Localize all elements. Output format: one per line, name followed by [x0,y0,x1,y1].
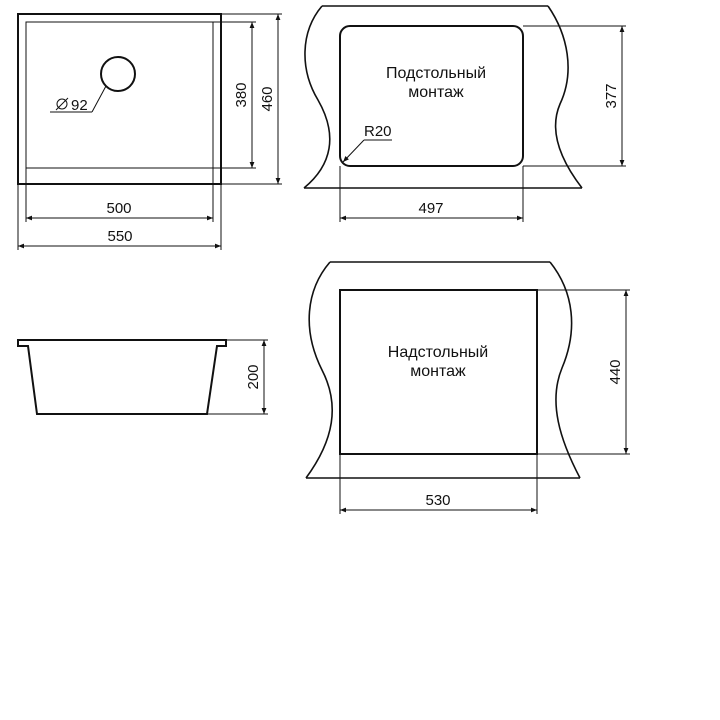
undermount-radius-label: R20 [364,123,392,140]
overmount-cutout [339,289,538,455]
outer-depth-label: 460 [259,86,276,111]
sink-outer-rim [17,13,222,185]
diameter-icon [55,97,69,111]
overmount-width-label: 530 [425,492,450,509]
sink-bowl [25,21,214,169]
overmount-title-line1: Надстольный [388,344,488,361]
undermount-width-label: 497 [418,200,443,217]
undermount-title-line1: Подстольный [386,65,486,82]
countertop-break-left [303,5,331,189]
undermount-cutout [339,25,524,167]
undermount-view: Подстольный монтаж R20 377 497 [303,5,626,222]
inner-depth-label: 380 [233,82,250,107]
drain-leader [91,85,107,113]
top-view: 92 500 550 380 460 [17,13,282,250]
outer-width-label: 550 [107,228,132,245]
undermount-title-line2: монтаж [408,84,464,101]
undermount-depth-label: 377 [603,83,620,108]
side-view: 200 [17,339,268,415]
height-label: 200 [245,364,262,389]
radius-leader [342,139,365,163]
overmount-view: Надстольный монтаж 440 530 [305,261,630,514]
countertop-break-right [547,5,583,189]
overmount-title-line2: монтаж [410,363,466,380]
overmount-depth-label: 440 [607,359,624,384]
drain-diameter-label: 92 [71,97,88,114]
overmount-break-left [305,261,333,479]
drain-hole [100,56,136,92]
sink-side-profile [17,339,227,415]
inner-width-label: 500 [106,200,131,217]
overmount-break-right [549,261,581,479]
